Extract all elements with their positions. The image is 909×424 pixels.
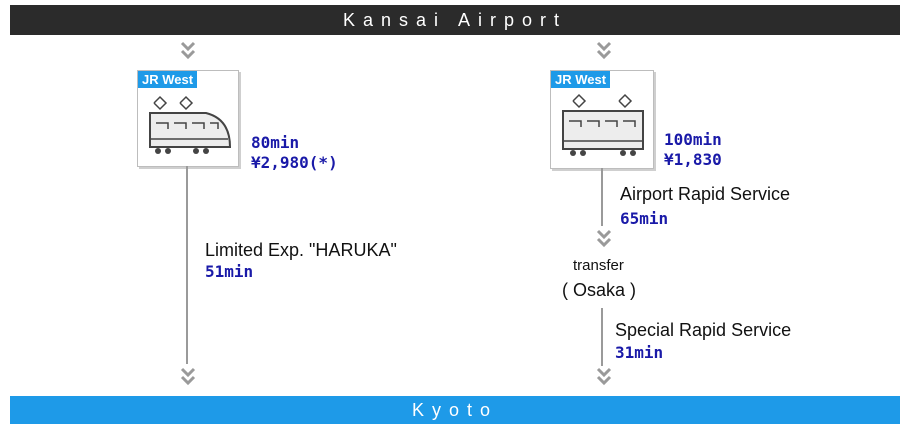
route2-fare: ¥1,830 [664, 150, 722, 169]
route2-leg1-time: 65min [620, 209, 669, 228]
route2-leg2-service-name: Special Rapid Service [615, 320, 792, 340]
origin-station-bar: Kansai Airport [10, 5, 900, 35]
route1-total-time: 80min [251, 133, 300, 152]
route2-leg2-time: 31min [615, 343, 664, 362]
chevron-down-icon [180, 41, 196, 60]
shinkansen-train-icon [149, 95, 232, 154]
transfer-label: transfer [573, 257, 624, 274]
route2-leg1-service-name: Airport Rapid Service [620, 184, 791, 204]
chevron-down-icon [596, 41, 612, 60]
route2-leg1-line [601, 168, 603, 226]
route-card-haruka[interactable]: JR West [137, 70, 239, 167]
transfer-station: ( Osaka ) [562, 280, 637, 300]
route2-leg2-line [601, 308, 603, 366]
chevron-down-icon [180, 367, 196, 386]
route1-service-time: 51min [205, 262, 254, 281]
route2-total-time: 100min [664, 130, 722, 149]
route1-service-name: Limited Exp. "HARUKA" [205, 240, 397, 260]
route-card-rapid[interactable]: JR West [550, 70, 654, 169]
operator-badge: JR West [551, 71, 611, 88]
chevron-down-icon [596, 367, 612, 386]
route1-line [186, 166, 188, 364]
destination-station-bar: Kyoto [10, 396, 900, 424]
rapid-train-icon [562, 93, 644, 156]
operator-badge: JR West [138, 71, 198, 88]
chevron-down-icon [596, 229, 612, 248]
route1-fare: ¥2,980(*) [251, 153, 338, 172]
